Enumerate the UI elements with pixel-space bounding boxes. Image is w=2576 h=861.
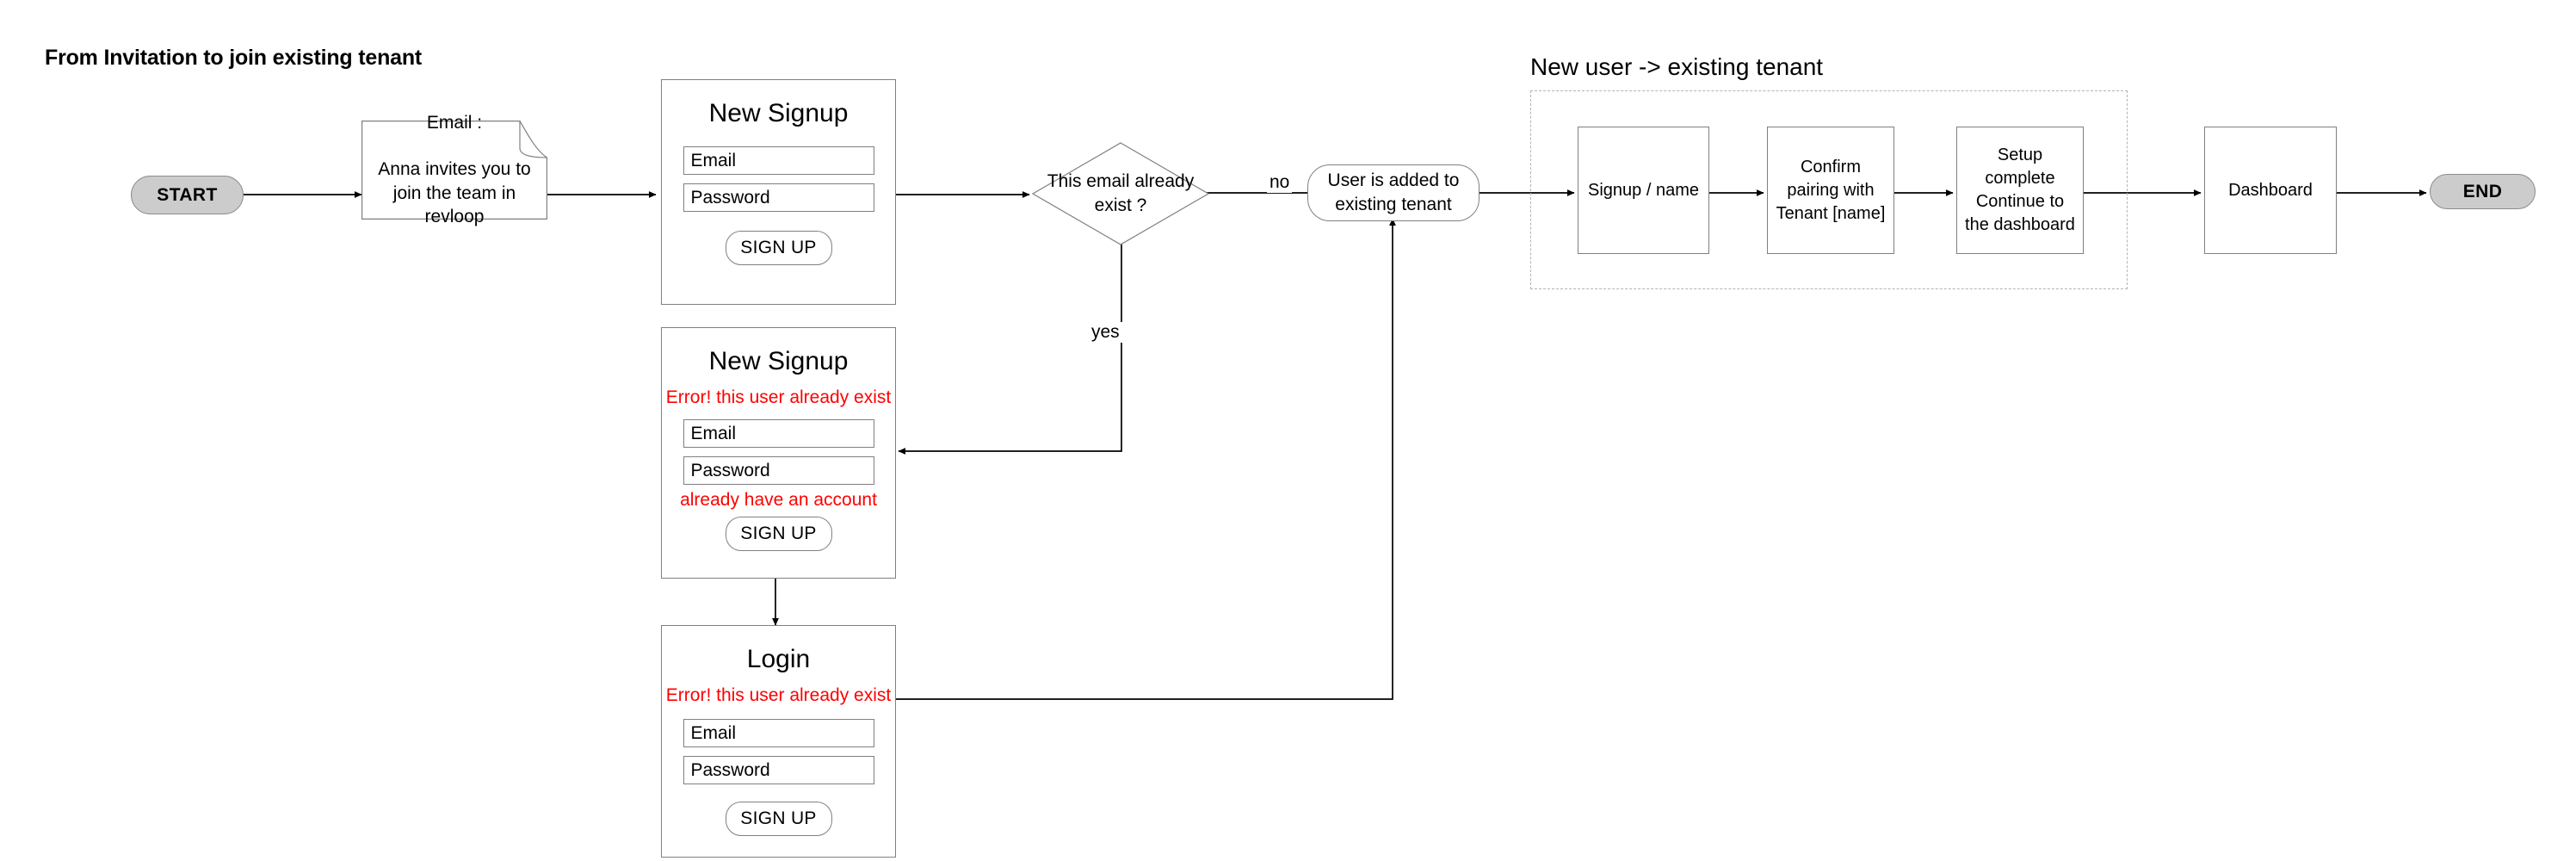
decision-label: This email already exist ? [1047,170,1195,215]
login-password-input[interactable]: Password [683,756,874,785]
login-email-input[interactable]: Email [683,719,874,748]
tenant-added-node[interactable]: User is added to existing tenant [1307,164,1480,221]
edge-label-yes: yes [1089,322,1122,343]
signup-name-label: Signup / name [1588,180,1699,200]
login-title: Login [746,645,811,673]
new-signup-title: New Signup [708,99,849,127]
setup-complete-label: Setup complete Continue to the dashboard [1965,146,2075,234]
confirm-pairing-label: Confirm pairing with Tenant [name] [1776,157,1886,223]
new-user-existing-tenant-group [1530,90,2128,289]
new-signup-email-input[interactable]: Email [683,146,874,175]
diamond-shape-icon [1032,142,1209,245]
signup-name-node[interactable]: Signup / name [1578,127,1709,254]
new-signup-card[interactable]: New Signup Email Password SIGN UP [661,79,896,305]
dashboard-node[interactable]: Dashboard [2204,127,2337,254]
dashboard-label: Dashboard [2228,180,2313,200]
setup-complete-node[interactable]: Setup complete Continue to the dashboard [1956,127,2084,254]
end-node[interactable]: END [2430,174,2536,209]
login-error-message: Error! this user already exist [665,685,892,705]
new-signup-existing-account-link[interactable]: already have an account [680,490,877,511]
new-signup-password-input[interactable]: Password [683,183,874,212]
email-document-node[interactable]: Email : Anna invites you to join the tea… [361,113,547,226]
page-title: From Invitation to join existing tenant [45,46,423,70]
document-shape-icon [361,121,547,220]
new-signup-error-password-input[interactable]: Password [683,456,874,486]
login-card[interactable]: Login Error! this user already exist Ema… [661,625,896,858]
edge-label-no: no [1267,172,1293,193]
new-signup-error-message: Error! this user already exist [665,387,892,407]
tenant-added-label: User is added to existing tenant [1327,170,1460,214]
group-label: New user -> existing tenant [1530,53,1824,80]
email-document-text: Email : Anna invites you to join the tea… [361,113,547,226]
confirm-pairing-node[interactable]: Confirm pairing with Tenant [name] [1767,127,1894,254]
new-signup-error-submit-button[interactable]: SIGN UP [725,517,832,552]
end-label: END [2462,181,2503,201]
email-document-line2: Anna invites you to join the team in rev… [378,158,531,227]
new-signup-error-title: New Signup [708,347,849,375]
email-document-line1: Email : [426,113,483,133]
new-signup-error-card[interactable]: New Signup Error! this user already exis… [661,327,896,579]
new-signup-submit-button[interactable]: SIGN UP [725,231,832,265]
new-signup-error-email-input[interactable]: Email [683,419,874,449]
login-submit-button[interactable]: SIGN UP [725,802,832,837]
start-node[interactable]: START [131,176,244,214]
edge-decision-yes [898,244,1122,455]
edge-login-to-tenant [895,218,1396,700]
decision-node[interactable]: This email already exist ? [1032,142,1209,245]
start-label: START [157,184,218,205]
